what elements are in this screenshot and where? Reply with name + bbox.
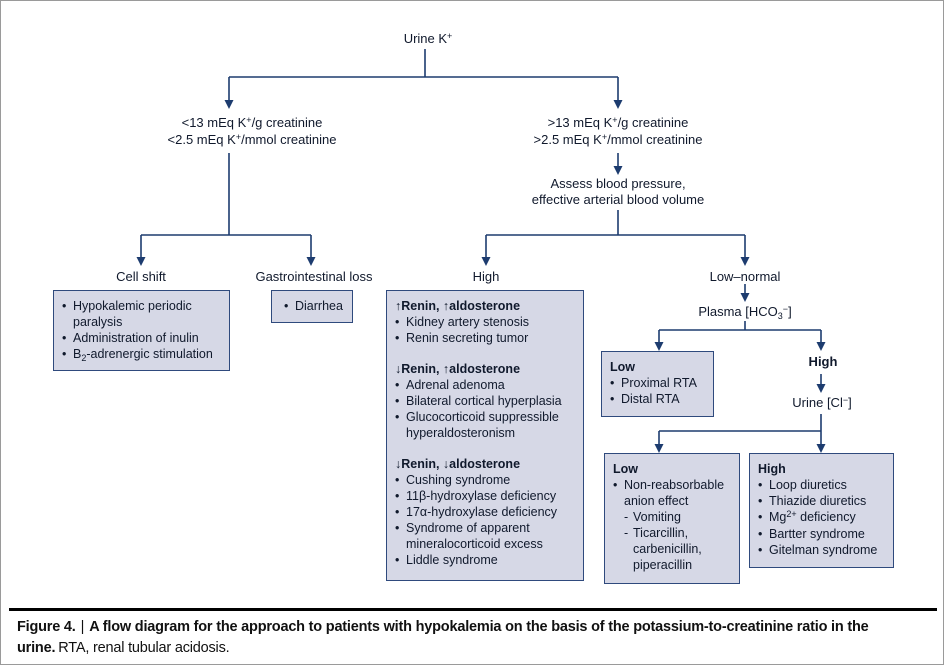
list-item: • Non-reabsorbable anion effect: [613, 478, 725, 508]
caption-abbreviation: RTA, renal tubular acidosis.: [58, 640, 230, 656]
list-item: • Gitelman syndrome: [758, 543, 878, 557]
list-item: • B2-adrenergic stimulation: [62, 347, 213, 363]
bullet-marker: •: [395, 473, 400, 487]
node-urine-k: Urine K+: [403, 31, 453, 46]
bullet-marker: •: [758, 527, 763, 541]
bullet-marker: •: [758, 478, 763, 492]
list-item: • Kidney artery stenosis: [395, 315, 529, 329]
caption-divider: [9, 608, 937, 611]
list-item: • Mg2+ deficiency: [758, 509, 856, 524]
list-item: • Hypokalemic periodic paralysis: [62, 299, 192, 329]
bullet-marker: •: [610, 376, 615, 390]
dash-marker: -: [624, 510, 629, 524]
label-cell-shift: Cell shift: [116, 269, 166, 284]
dash-marker: -: [624, 526, 629, 540]
caption-separator: |: [80, 619, 85, 635]
node-plasma-hco3: Plasma [HCO3−]: [698, 304, 792, 321]
list-item: • Thiazide diuretics: [758, 494, 867, 508]
list-item: • 17α-hydroxylase deficiency: [395, 505, 558, 519]
caption-figure-number: Figure 4.: [17, 619, 76, 635]
renin-section3-header: ↓Renin, ↓aldosterone: [395, 457, 521, 471]
bullet-marker: •: [613, 478, 618, 492]
bullet-marker: •: [62, 347, 67, 361]
list-item: • 11β-hydroxylase deficiency: [395, 489, 557, 503]
list-item: • Renin secreting tumor: [395, 331, 529, 345]
caption-title: A flow diagram for the approach to patie…: [17, 619, 869, 656]
list-item: • Distal RTA: [610, 392, 680, 406]
bullet-marker: •: [610, 392, 615, 406]
box-renin-aldosterone: ↑Renin, ↑aldosterone • Kidney artery ste…: [386, 290, 584, 581]
bullet-marker: •: [395, 410, 400, 424]
list-item: • Bartter syndrome: [758, 527, 865, 541]
box-hco3-low: Low • Proximal RTA • Distal RTA: [601, 351, 714, 417]
bullet-marker: •: [758, 543, 763, 557]
figure-caption: Figure 4.|A flow diagram for the approac…: [17, 617, 931, 659]
bullet-marker: •: [758, 510, 763, 524]
bullet-marker: •: [395, 521, 400, 535]
node-left-ratio: <13 mEq K+/g creatinine <2.5 mEq K+/mmol…: [168, 115, 337, 149]
list-item: • Liddle syndrome: [395, 553, 498, 567]
label-bp-high: High: [472, 269, 500, 284]
list-item: • Cushing syndrome: [395, 473, 511, 487]
box-cell-shift: • Hypokalemic periodic paralysis • Admin…: [53, 290, 230, 371]
bullet-marker: •: [395, 331, 400, 345]
renin-section2-header: ↓Renin, ↑aldosterone: [395, 362, 521, 376]
list-item: • Proximal RTA: [610, 376, 697, 390]
left-ratio-line2: <2.5 mEq K+/mmol creatinine: [167, 132, 337, 147]
right-ratio-line1: >13 mEq K+/g creatinine: [547, 115, 689, 130]
node-assess-bp: Assess blood pressure, effective arteria…: [531, 176, 705, 207]
box-title: High: [758, 462, 786, 476]
right-ratio-line2: >2.5 mEq K+/mmol creatinine: [533, 132, 703, 147]
node-urine-cl: Urine [Cl−]: [792, 395, 852, 410]
list-item: • Adrenal adenoma: [395, 378, 505, 392]
box-diarrhea: • Diarrhea: [271, 290, 353, 323]
bullet-marker: •: [395, 315, 400, 329]
list-item: • Loop diuretics: [758, 478, 847, 492]
label-hco3-high: High: [808, 354, 838, 369]
box-urine-cl-low: Low • Non-reabsorbable anion effect - Vo…: [604, 453, 740, 584]
sub-list-item: - Vomiting: [624, 510, 681, 524]
box-urine-cl-high: High • Loop diuretics • Thiazide diureti…: [749, 453, 894, 568]
bullet-marker: •: [284, 299, 289, 313]
bullet-marker: •: [62, 331, 67, 345]
bullet-marker: •: [395, 505, 400, 519]
bullet-marker: •: [62, 299, 67, 313]
left-ratio-line1: <13 mEq K+/g creatinine: [181, 115, 323, 130]
bullet-marker: •: [395, 553, 400, 567]
label-gastrointestinal-loss: Gastrointestinal loss: [255, 269, 373, 284]
bullet-marker: •: [395, 378, 400, 392]
renin-section1-header: ↑Renin, ↑aldosterone: [395, 299, 521, 313]
node-right-ratio: >13 mEq K+/g creatinine >2.5 mEq K+/mmol…: [534, 115, 703, 149]
bullet-marker: •: [395, 489, 400, 503]
list-item: • Syndrome of apparent mineralocorticoid…: [395, 521, 543, 551]
bullet-marker: •: [758, 494, 763, 508]
list-item: • Administration of inulin: [62, 331, 199, 345]
label-bp-low-normal: Low–normal: [709, 269, 781, 284]
list-item: • Bilateral cortical hyperplasia: [395, 394, 562, 408]
list-item: • Diarrhea: [284, 299, 343, 313]
box-title: Low: [610, 360, 635, 374]
bullet-marker: •: [395, 394, 400, 408]
sub-list-item: - Ticarcillin, carbenicillin, piperacill…: [624, 526, 702, 572]
box-title: Low: [613, 462, 638, 476]
list-item: • Glucocorticoid suppressible hyperaldos…: [395, 410, 559, 440]
